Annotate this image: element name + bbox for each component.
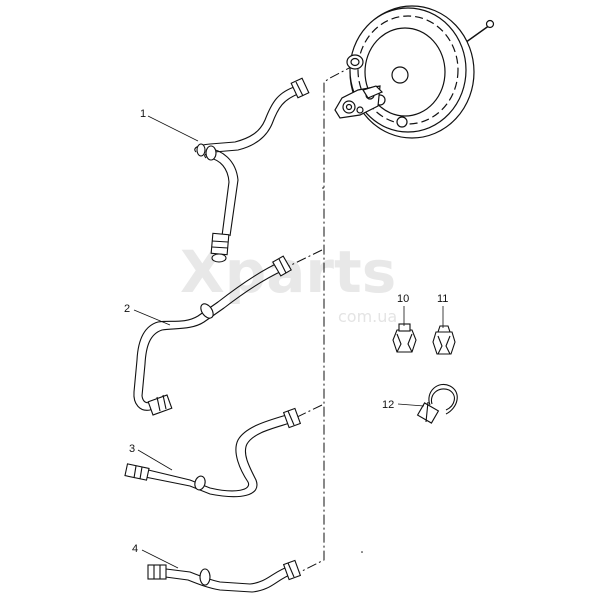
callout-10: 10 xyxy=(397,293,409,305)
callout-11: 11 xyxy=(437,293,448,305)
callout-labels: 1 2 3 4 10 11 12 xyxy=(124,108,448,555)
vacuum-hose-1 xyxy=(194,77,310,263)
callout-2: 2 xyxy=(124,303,130,315)
vacuum-hose-2 xyxy=(133,255,292,416)
push-rod-tip xyxy=(485,19,495,29)
callout-3: 3 xyxy=(129,443,135,455)
leader-4 xyxy=(141,549,179,569)
vacuum-hose-4 xyxy=(147,559,302,593)
specks xyxy=(322,187,363,553)
leader-1 xyxy=(147,115,199,142)
clip-11 xyxy=(432,325,456,355)
leader-12 xyxy=(397,403,425,407)
vacuum-hose-3 xyxy=(124,407,302,498)
clip-10 xyxy=(392,323,417,353)
leader-2 xyxy=(133,309,171,326)
cable-tie-12 xyxy=(416,384,458,424)
brake-booster xyxy=(334,5,495,139)
callout-12: 12 xyxy=(382,399,394,411)
callout-1: 1 xyxy=(140,108,146,120)
leader-lines xyxy=(133,115,444,569)
assembly-centerline xyxy=(284,64,356,573)
watermark-domain: com.ua xyxy=(338,307,397,326)
callout-4: 4 xyxy=(132,543,138,555)
leader-3 xyxy=(137,449,173,471)
